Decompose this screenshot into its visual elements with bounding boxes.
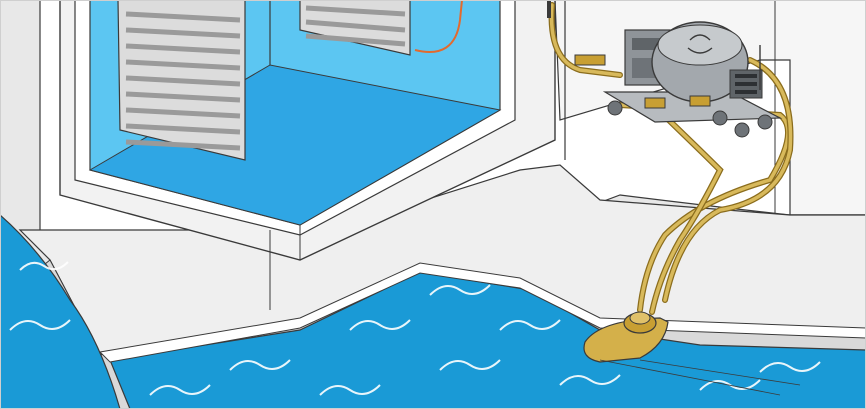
refrigeration-diagram (0, 0, 866, 409)
